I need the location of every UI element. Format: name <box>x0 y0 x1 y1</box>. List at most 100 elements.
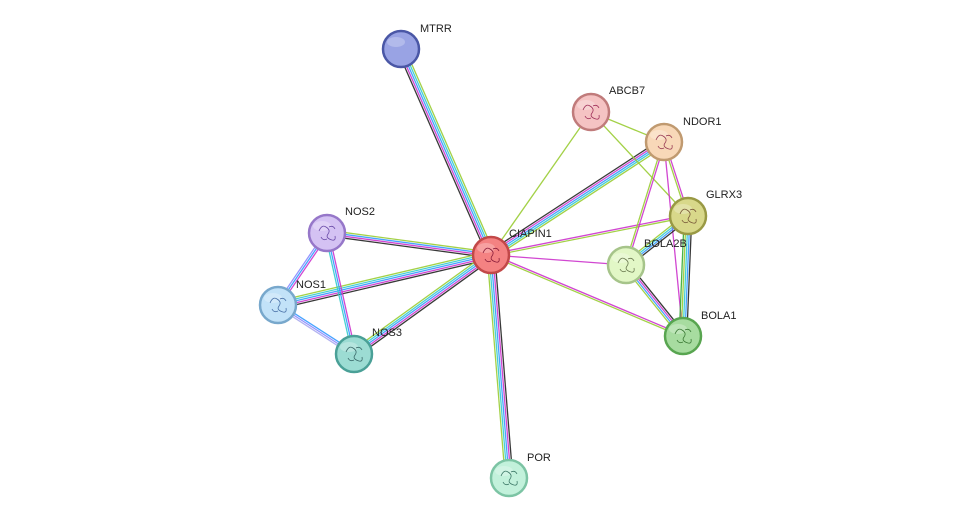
edge-evidence-line <box>486 255 506 479</box>
edge-ndor1-bola2b <box>624 141 666 266</box>
edge-evidence-line <box>684 216 691 337</box>
node-circle-nos3[interactable] <box>334 334 374 374</box>
node-gloss <box>495 466 513 476</box>
edge-evidence-line <box>403 47 496 254</box>
node-label-nos1: NOS1 <box>296 279 326 291</box>
node-nos3[interactable]: NOS3 <box>334 327 402 374</box>
edge-evidence-line <box>492 144 667 259</box>
edge-evidence-line <box>327 229 492 253</box>
edge-evidence-line <box>277 252 491 304</box>
node-gloss <box>674 204 692 214</box>
node-gloss <box>612 253 630 263</box>
node-gloss <box>669 324 687 334</box>
edge-evidence-line <box>355 257 494 358</box>
edge-evidence-line <box>488 255 508 479</box>
edge-evidence-line <box>682 215 689 337</box>
node-label-abcb7: ABCB7 <box>609 85 645 97</box>
edge-evidence-line <box>326 233 491 257</box>
edge-ciapin1-nos1 <box>276 250 493 310</box>
protein-structure-icon <box>582 104 600 120</box>
node-ndor1[interactable]: NDOR1 <box>644 116 722 162</box>
node-label-bola1: BOLA1 <box>701 310 736 322</box>
protein-structure-icon <box>482 247 500 263</box>
node-circle-nos2[interactable] <box>307 213 347 253</box>
node-por[interactable]: POR <box>489 452 551 498</box>
node-gloss <box>264 293 282 303</box>
edge-ciapin1-nos3 <box>351 251 494 358</box>
node-label-nos2: NOS2 <box>345 206 375 218</box>
edge-evidence-line <box>327 231 492 255</box>
edge-evidence-line <box>490 255 683 338</box>
edge-evidence-line <box>351 251 490 352</box>
edge-evidence-line <box>491 216 689 257</box>
protein-structure-icon <box>318 225 336 241</box>
edge-evidence-line <box>663 141 684 337</box>
node-circle-bola2b[interactable] <box>606 245 646 285</box>
edge-evidence-line <box>491 253 684 336</box>
nodes-layer: CIAPIN1MTRRABCB7NDOR1GLRX3BOLA2BBOLA1NOS… <box>258 23 742 498</box>
edge-ndor1-bola1 <box>663 141 684 337</box>
node-label-ciapin1: CIAPIN1 <box>509 228 552 240</box>
node-gloss <box>477 243 495 253</box>
edge-evidence-line <box>680 215 687 336</box>
edge-ciapin1-abcb7 <box>490 111 592 256</box>
edge-evidence-line <box>276 250 491 302</box>
node-bola2b[interactable]: BOLA2B <box>606 238 687 285</box>
edge-evidence-line <box>590 111 689 217</box>
node-nos1[interactable]: NOS1 <box>258 279 326 325</box>
edge-evidence-line <box>396 50 489 257</box>
edge-evidence-line <box>277 254 492 306</box>
node-circle-nos1[interactable] <box>258 285 298 325</box>
edge-evidence-line <box>278 256 492 308</box>
node-label-nos3: NOS3 <box>372 327 402 339</box>
node-circle-abcb7[interactable] <box>571 92 611 132</box>
node-mtrr[interactable]: MTRR <box>381 23 452 69</box>
node-bola1[interactable]: BOLA1 <box>663 310 736 356</box>
edge-evidence-line <box>354 256 493 357</box>
node-circle-glrx3[interactable] <box>668 196 708 236</box>
edge-evidence-line <box>490 254 627 266</box>
edge-ciapin1-por <box>486 254 514 479</box>
node-abcb7[interactable]: ABCB7 <box>571 85 645 132</box>
node-label-por: POR <box>527 452 551 464</box>
node-label-bola2b: BOLA2B <box>644 238 687 250</box>
edge-evidence-line <box>490 141 665 256</box>
edge-evidence-line <box>678 215 685 336</box>
node-circle-ndor1[interactable] <box>644 122 684 162</box>
edge-evidence-line <box>490 254 510 479</box>
edge-evidence-line <box>326 232 355 355</box>
node-nos2[interactable]: NOS2 <box>307 206 375 253</box>
edge-ciapin1-mtrr <box>396 47 496 257</box>
node-label-mtrr: MTRR <box>420 23 452 35</box>
protein-structure-icon <box>269 297 287 313</box>
edge-evidence-line <box>492 254 512 478</box>
protein-structure-icon <box>655 134 673 150</box>
edge-evidence-line <box>626 142 666 266</box>
node-label-glrx3: GLRX3 <box>706 189 742 201</box>
node-circle-bola1[interactable] <box>663 316 703 356</box>
node-gloss <box>313 221 331 231</box>
protein-structure-icon <box>500 470 518 486</box>
edge-evidence-line <box>686 216 693 337</box>
protein-structure-icon <box>674 328 692 344</box>
edge-ciapin1-bola1 <box>490 253 684 338</box>
node-circle-ciapin1[interactable] <box>471 235 511 275</box>
edge-nos2-nos3 <box>324 232 357 355</box>
edge-abcb7-glrx3 <box>590 111 689 217</box>
node-glrx3[interactable]: GLRX3 <box>668 189 742 236</box>
edge-evidence-line <box>624 141 664 265</box>
node-gloss <box>387 37 405 47</box>
edge-evidence-line <box>490 214 688 255</box>
edge-evidence-line <box>324 233 353 355</box>
node-ciapin1[interactable]: CIAPIN1 <box>471 228 552 275</box>
node-circle-por[interactable] <box>489 458 529 498</box>
protein-structure-icon <box>617 257 635 273</box>
edge-ciapin1-ndor1 <box>488 138 667 259</box>
node-circle-mtrr[interactable] <box>381 29 421 69</box>
edge-evidence-line <box>398 49 490 257</box>
protein-structure-icon <box>345 346 363 362</box>
edge-ciapin1-nos2 <box>326 229 492 259</box>
node-gloss <box>340 342 358 352</box>
edge-evidence-line <box>400 48 492 256</box>
